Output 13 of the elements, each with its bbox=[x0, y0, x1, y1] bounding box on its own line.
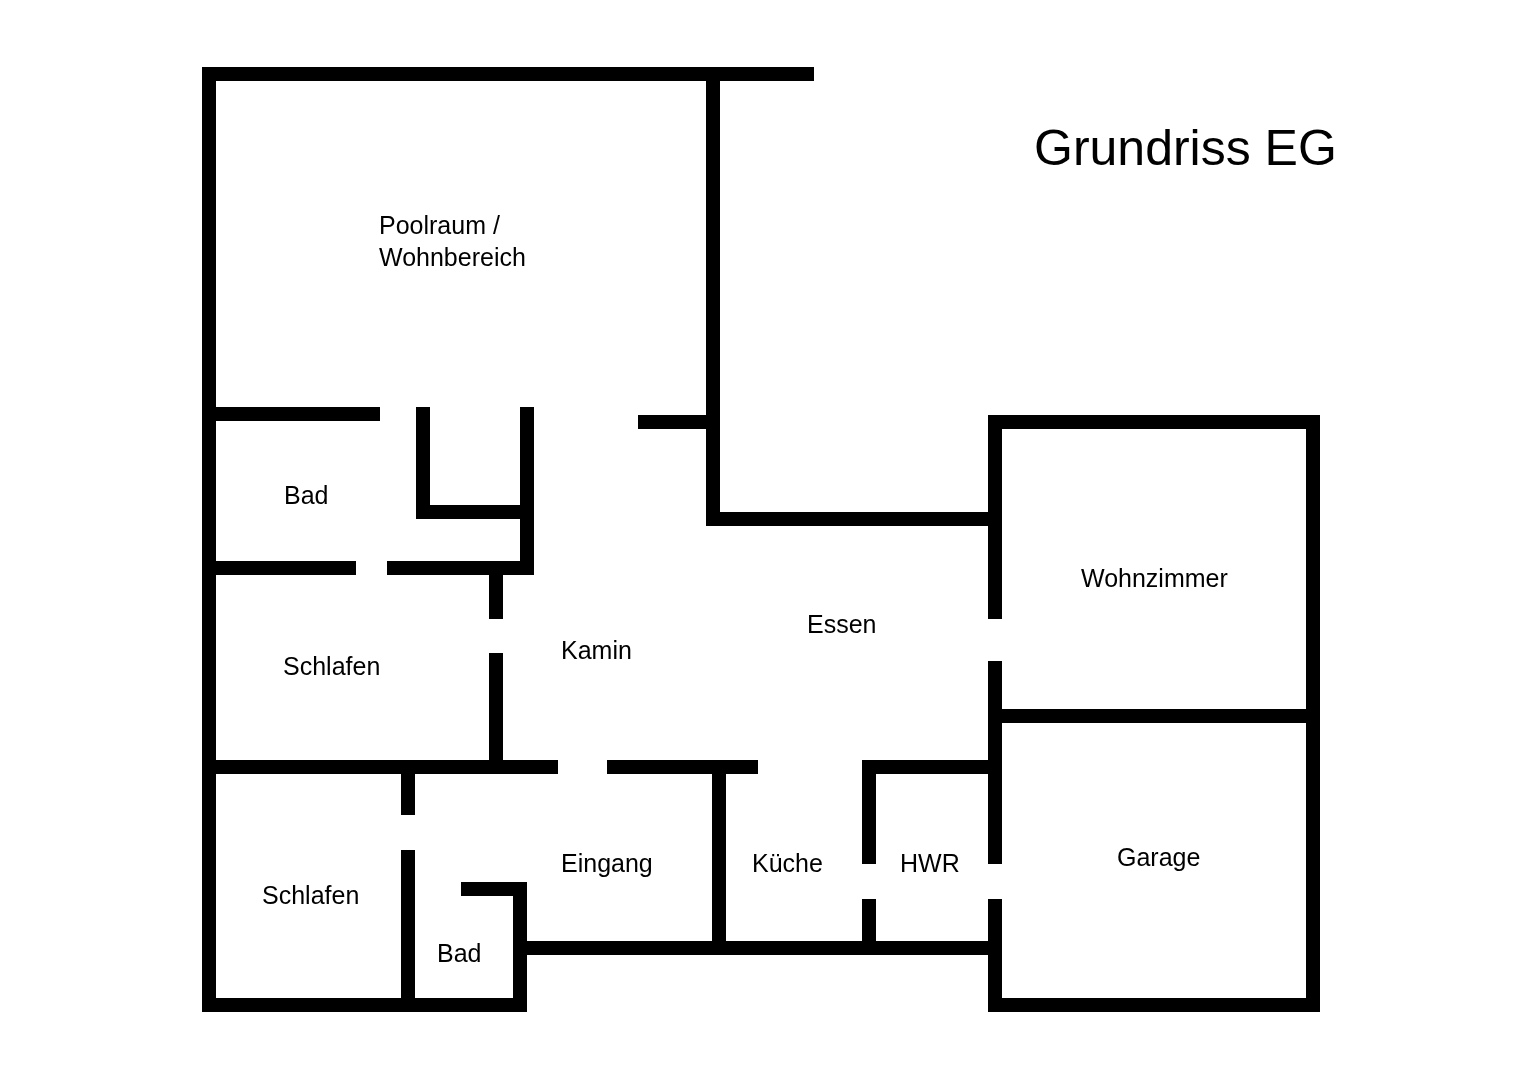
room-label: Bad bbox=[437, 938, 482, 969]
room-label: Bad bbox=[284, 480, 329, 511]
room-label: Schlafen bbox=[283, 651, 381, 682]
room-label: Eingang bbox=[561, 848, 653, 879]
room-label: Wohnzimmer bbox=[1081, 563, 1228, 594]
room-label: Küche bbox=[752, 848, 823, 879]
room-label: Poolraum / Wohnbereich bbox=[379, 210, 527, 273]
room-label: Garage bbox=[1117, 842, 1201, 873]
room-label: Essen bbox=[807, 609, 877, 640]
room-label: Kamin bbox=[561, 635, 632, 666]
title: Grundriss EG bbox=[1034, 119, 1337, 178]
room-label: Schlafen bbox=[262, 880, 360, 911]
room-label: HWR bbox=[900, 848, 960, 879]
